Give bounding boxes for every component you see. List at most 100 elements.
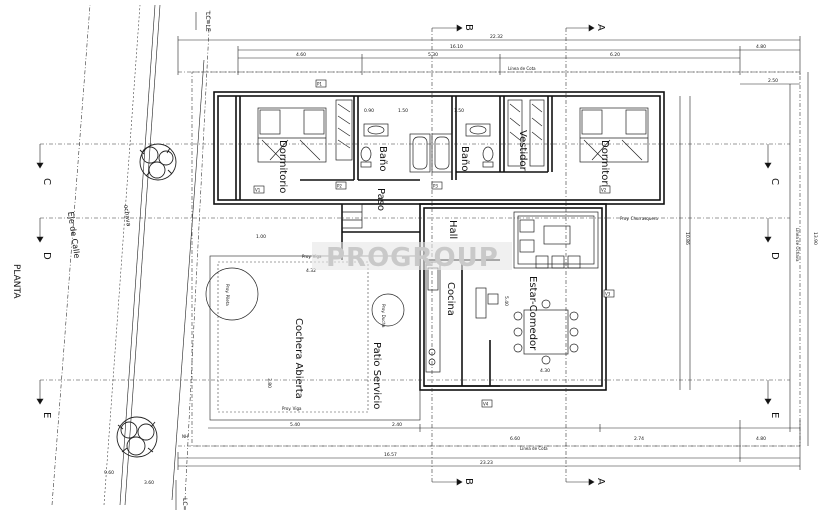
linea-cota-bottom-label: Línea de Cota <box>520 446 548 451</box>
cut-label-d-right: D <box>769 252 780 260</box>
dim-top-c: 4.60 <box>296 52 306 58</box>
room-label-cochera: Cochera Abierta <box>293 318 304 399</box>
lc-le-label-bottom: LC=LE <box>181 498 188 510</box>
dim-right-total: 13.90 <box>812 232 818 245</box>
cut-label-a-top: A <box>595 24 606 31</box>
svg-text:V3: V3 <box>605 292 611 297</box>
tag-v3: V3 <box>603 289 615 298</box>
cut-label-e-right: E <box>769 412 780 418</box>
dim-bottom-c: 5.40 <box>290 422 300 428</box>
proy-viga-label-1: Proy. Viga <box>302 254 322 259</box>
proy-viga-label-2: Proy. Viga <box>282 406 302 411</box>
watermark-band <box>312 242 512 270</box>
nh-label: NH <box>182 434 188 439</box>
cut-label-e-left: E <box>41 412 52 418</box>
dim-bano-b: 1.50 <box>398 108 408 114</box>
svg-text:P1: P1 <box>317 82 322 87</box>
tag-v1: V1 <box>253 185 265 194</box>
room-label-patio: Patio Servicio <box>371 342 382 409</box>
tree-bottom <box>116 416 158 458</box>
dim-bottom-total: 23.23 <box>480 460 493 466</box>
dim-top-a: 16.10 <box>450 44 463 50</box>
linea-cota-top-label: Línea de Cota <box>508 66 536 71</box>
cut-label-c-left: C <box>41 178 52 185</box>
lc-le-label: LC=LE <box>204 12 211 32</box>
tag-p2: P2 <box>335 181 347 190</box>
room-label-dormitorio-right: Dormitorio <box>599 140 610 193</box>
cut-label-c-right: C <box>769 178 780 185</box>
dim-top-total: 22.32 <box>490 34 503 40</box>
dining-table-icon <box>513 299 579 365</box>
dim-bano-a: 0.90 <box>364 108 374 114</box>
svg-text:V2: V2 <box>601 188 607 193</box>
cut-label-a-bottom: A <box>595 478 606 485</box>
dim-left-ochava: 9.60 <box>104 470 114 476</box>
toilet-left-icon <box>360 146 372 168</box>
proy-ducha-label: Proy. Ducha <box>381 304 386 328</box>
room-label-dormitorio-left: Dormitorio <box>277 140 288 193</box>
bathtub-right-icon <box>431 133 453 173</box>
dim-cocina-d: 5.40 <box>503 296 509 306</box>
bed-right-icon <box>579 107 649 163</box>
bed-left-icon <box>257 107 327 163</box>
dim-top-d: 5.30 <box>428 52 438 58</box>
right-dimension-lines <box>679 72 809 446</box>
linea-ochava-right: Línea de Ochava <box>795 228 800 262</box>
dim-bottom-e: 6.60 <box>510 436 520 442</box>
tree-top <box>139 143 177 181</box>
room-label-paso: Paso <box>375 188 386 211</box>
tag-p1: P1 <box>315 79 327 88</box>
watermark-text: PROGROUP <box>326 243 499 273</box>
room-label-cocina: Cocina <box>445 282 456 316</box>
tag-v4: V4 <box>481 399 493 408</box>
tag-v2: V2 <box>599 185 611 194</box>
dim-bottom-d: 2.40 <box>392 422 402 428</box>
dim-cochera-w: 4.32 <box>306 268 316 274</box>
dim-bottom-a: 16.57 <box>384 452 397 458</box>
lot-boundary <box>191 71 801 447</box>
cut-label-d-left: D <box>41 252 52 260</box>
dim-right-a: 10.86 <box>684 232 690 245</box>
dim-bottom-f: 2.74 <box>634 436 644 442</box>
dim-estar-w: 4.30 <box>540 368 550 374</box>
dim-left-small: 3.60 <box>144 480 154 486</box>
svg-text:V1: V1 <box>255 188 261 193</box>
room-label-hall: Hall <box>447 220 458 239</box>
dim-right-b: 2.50 <box>768 78 778 84</box>
closet-vestidor-icon <box>507 99 545 167</box>
sofa-icon <box>513 211 599 269</box>
dim-top-e: 6.20 <box>610 52 620 58</box>
ochava-label: ochava <box>122 204 132 227</box>
top-dimension-lines <box>177 36 801 75</box>
cut-label-b-bottom: B <box>463 478 474 485</box>
closet-left-icon <box>335 99 353 161</box>
sink-right-icon <box>465 123 491 137</box>
bathtub-left-icon <box>409 133 431 173</box>
pileta-projection <box>205 267 259 321</box>
tag-p3: P3 <box>431 181 443 190</box>
svg-text:P2: P2 <box>337 184 342 189</box>
cut-arrows <box>36 24 772 486</box>
dim-hall-b: 1.50 <box>454 108 464 114</box>
room-label-bano-left: Baño <box>377 146 388 171</box>
cut-label-b-top: B <box>463 24 474 31</box>
ducha-projection <box>371 293 405 327</box>
svg-text:V4: V4 <box>483 402 489 407</box>
room-label-bano-right: Baño <box>459 146 470 171</box>
dim-hall-a: 1.00 <box>256 234 266 240</box>
exterior-walls <box>209 91 665 421</box>
room-label-vestidor: Vestidor <box>517 130 528 172</box>
planta-label: PLANTA <box>11 264 21 299</box>
toilet-right-icon <box>482 146 494 168</box>
proy-churrasquera-label: Proy. Churrasquera <box>620 216 658 221</box>
dim-cochera-h: 3.80 <box>266 378 272 388</box>
sink-left-icon <box>363 123 389 137</box>
proy-pileta-label: Proy. Pileta <box>225 284 230 306</box>
dim-bottom-b: 4.80 <box>756 436 766 442</box>
room-label-estar-comedor: Estar-Comedor <box>527 276 538 351</box>
street-context <box>51 4 211 510</box>
dim-top-b: 4.80 <box>756 44 766 50</box>
svg-text:P3: P3 <box>433 184 438 189</box>
steps-icon <box>341 203 363 229</box>
